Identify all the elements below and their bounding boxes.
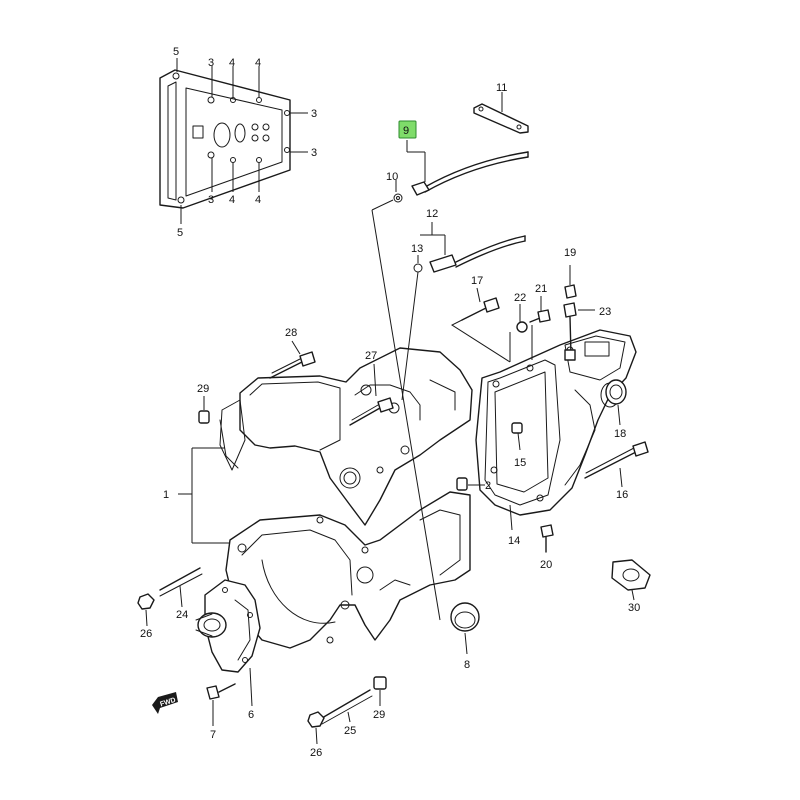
callout-4-top-left[interactable]: 4 <box>229 57 235 69</box>
callout-4-bottom-right[interactable]: 4 <box>255 194 261 206</box>
vent-19[interactable] <box>564 265 577 299</box>
callout-5-bottom[interactable]: 5 <box>177 227 183 239</box>
callout-9-bracket <box>395 140 426 192</box>
callout-17[interactable]: 17 <box>471 275 483 287</box>
bolt-7[interactable] <box>206 683 236 726</box>
case-gasket-plate[interactable] <box>159 69 291 209</box>
bolt-17[interactable] <box>450 287 511 363</box>
callout-4-bottom-left[interactable]: 4 <box>229 194 235 206</box>
callout-6[interactable]: 6 <box>248 709 254 721</box>
forward-direction-badge: FWD <box>152 692 178 714</box>
stud-24[interactable] <box>159 567 203 608</box>
bolt-28[interactable] <box>269 340 316 379</box>
callout-24[interactable]: 24 <box>176 609 188 621</box>
callout-21[interactable]: 21 <box>535 283 547 295</box>
callout-25[interactable]: 25 <box>344 725 356 737</box>
callout-26-upper[interactable]: 26 <box>140 628 152 640</box>
bolt-21[interactable] <box>529 296 551 360</box>
sensor-leaders <box>371 199 513 621</box>
callout-20[interactable]: 20 <box>540 559 552 571</box>
callout-15[interactable]: 15 <box>514 457 526 469</box>
stud-25[interactable] <box>321 689 373 725</box>
bolt-16[interactable] <box>584 441 649 488</box>
callout-1[interactable]: 1 <box>163 489 169 501</box>
front-cover-6[interactable] <box>195 579 261 707</box>
dowel-15[interactable] <box>511 422 523 451</box>
callout-30[interactable]: 30 <box>628 602 640 614</box>
sensor-harness-9[interactable] <box>393 151 529 203</box>
callout-14[interactable]: 14 <box>508 535 520 547</box>
switch-23[interactable] <box>563 302 595 361</box>
bolt-20[interactable] <box>540 524 554 553</box>
callout-23[interactable]: 23 <box>599 306 611 318</box>
extension-housing-14[interactable] <box>475 329 637 516</box>
plug-8[interactable] <box>450 602 480 655</box>
callout-7[interactable]: 7 <box>210 729 216 741</box>
callout-26-lower[interactable]: 26 <box>310 747 322 759</box>
callout-4-top-right[interactable]: 4 <box>255 57 261 69</box>
callout-27[interactable]: 27 <box>365 350 377 362</box>
callout-labels: 5 5 3 4 4 3 3 3 4 4 11 9 10 12 13 19 17 … <box>140 46 640 759</box>
nut-26-lower[interactable] <box>307 711 325 745</box>
callout-28[interactable]: 28 <box>285 327 297 339</box>
callout-13[interactable]: 13 <box>411 243 423 255</box>
callout-10[interactable]: 10 <box>386 171 398 183</box>
dowel-29-upper[interactable] <box>198 396 210 424</box>
callout-1-bracket <box>178 447 230 544</box>
callout-12[interactable]: 12 <box>426 208 438 220</box>
nut-26-upper[interactable] <box>137 593 155 627</box>
dowel-29-lower[interactable] <box>373 676 387 706</box>
bolt-27[interactable] <box>349 363 394 426</box>
oil-seal-18[interactable] <box>605 379 627 426</box>
callout-3-top[interactable]: 3 <box>208 57 214 69</box>
svg-text:FWD: FWD <box>159 697 176 709</box>
bracket-11[interactable] <box>473 92 529 134</box>
washer-22[interactable] <box>509 304 528 362</box>
callout-2[interactable]: 2 <box>485 480 491 492</box>
callout-18[interactable]: 18 <box>614 428 626 440</box>
callout-22[interactable]: 22 <box>514 292 526 304</box>
gasket-30[interactable] <box>611 559 651 601</box>
callout-16[interactable]: 16 <box>616 489 628 501</box>
transmission-case-1[interactable] <box>219 347 473 649</box>
highlight-box-9 <box>398 120 417 139</box>
callout-8[interactable]: 8 <box>464 659 470 671</box>
callout-29-upper[interactable]: 29 <box>197 383 209 395</box>
dowel-2[interactable] <box>456 477 485 491</box>
callout-29-lower[interactable]: 29 <box>373 709 385 721</box>
callout-3-right-upper[interactable]: 3 <box>311 108 317 120</box>
callout-19[interactable]: 19 <box>564 247 576 259</box>
callout-5-top[interactable]: 5 <box>173 46 179 58</box>
sensor-12[interactable] <box>413 222 526 273</box>
plate-leaders <box>176 58 308 224</box>
callout-3-bottom[interactable]: 3 <box>208 194 214 206</box>
callout-9[interactable]: 9 <box>403 125 409 137</box>
callout-3-right-lower[interactable]: 3 <box>311 147 317 159</box>
callout-11[interactable]: 11 <box>496 82 507 94</box>
